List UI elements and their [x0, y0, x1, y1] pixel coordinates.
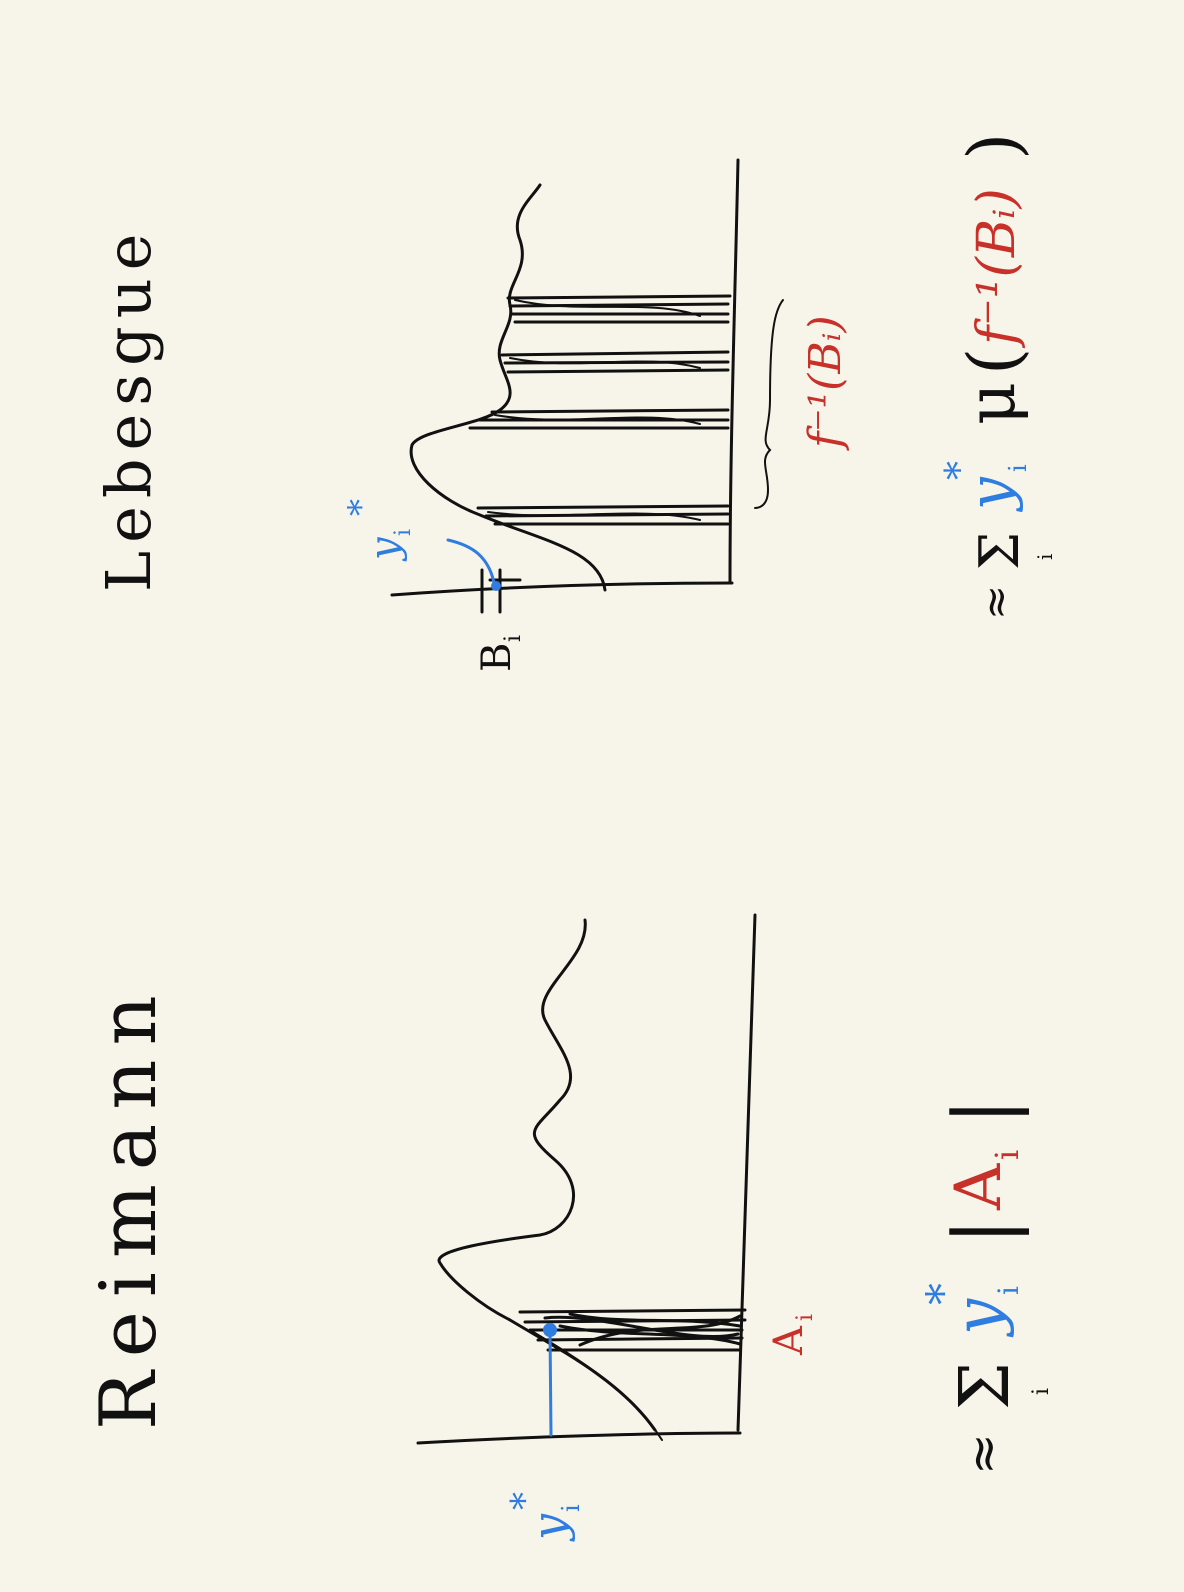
riemann-formula: ≈ Σ i y * i | A i | [918, 1098, 1054, 1475]
lebesgue-point-label: y i * [341, 499, 416, 562]
riemann-point-label: y i * [505, 1492, 585, 1542]
svg-text:i: i [501, 635, 526, 642]
lebesgue-shaded-strips [468, 294, 732, 526]
svg-text:(: ( [953, 348, 1035, 375]
svg-text:*: * [937, 461, 981, 480]
riemann-title: Reimann [84, 981, 174, 1430]
lebesgue-panel: Lebesgue [92, 133, 1057, 672]
lebesgue-formula: ≈ Σ i y * i μ ( f⁻¹(Bᵢ) ) [937, 133, 1057, 620]
svg-text:μ: μ [953, 382, 1030, 425]
svg-text:i: i [988, 1150, 1026, 1160]
svg-text:≈: ≈ [954, 1433, 1012, 1475]
riemann-y-axis [416, 1431, 742, 1445]
riemann-sample-line [548, 1328, 553, 1437]
riemann-interval-label: A i [766, 1314, 818, 1356]
svg-text:y: y [362, 536, 408, 562]
svg-text:y: y [942, 1298, 1016, 1338]
svg-text:f⁻¹(Bᵢ): f⁻¹(Bᵢ) [967, 188, 1027, 349]
lebesgue-brace [754, 299, 784, 509]
svg-text:A: A [766, 1325, 812, 1356]
riemann-sample-dot [543, 1323, 557, 1337]
svg-text:*: * [505, 1492, 546, 1510]
lebesgue-title: Lebesgue [92, 226, 165, 592]
svg-text:*: * [341, 499, 381, 516]
svg-text:i: i [1033, 554, 1057, 560]
riemann-x-axis [736, 913, 757, 1432]
lebesgue-curve [409, 183, 607, 592]
lebesgue-x-axis [728, 158, 740, 584]
svg-text:i: i [1029, 1388, 1054, 1395]
svg-text:i: i [557, 1504, 585, 1512]
svg-text:i: i [391, 529, 416, 536]
svg-text:y: y [956, 476, 1024, 513]
svg-text:≈: ≈ [971, 585, 1020, 620]
lebesgue-y-axis [390, 581, 734, 597]
riemann-curve [437, 918, 657, 1432]
svg-text:i: i [1004, 464, 1032, 472]
svg-text:y: y [522, 1513, 576, 1542]
svg-text:i: i [992, 1286, 1025, 1295]
lebesgue-preimage-label: f⁻¹(Bᵢ) [800, 315, 851, 451]
svg-text:Σ: Σ [946, 1362, 1025, 1410]
lebesgue-point-arrow [446, 538, 497, 590]
svg-text:*: * [918, 1283, 969, 1305]
svg-text:A: A [942, 1163, 1016, 1211]
svg-text:|: | [936, 1218, 1029, 1245]
svg-text:i: i [793, 1314, 818, 1321]
svg-text:): ) [953, 133, 1035, 160]
riemann-panel: Reimann y i * A [84, 913, 1054, 1542]
svg-text:Σ: Σ [968, 532, 1031, 570]
lebesgue-point-dot [491, 581, 501, 591]
riemann-shaded-strip [518, 1308, 747, 1352]
svg-text:|: | [936, 1098, 1029, 1125]
svg-text:B: B [474, 643, 520, 672]
lebesgue-band-label: B i [474, 635, 526, 672]
